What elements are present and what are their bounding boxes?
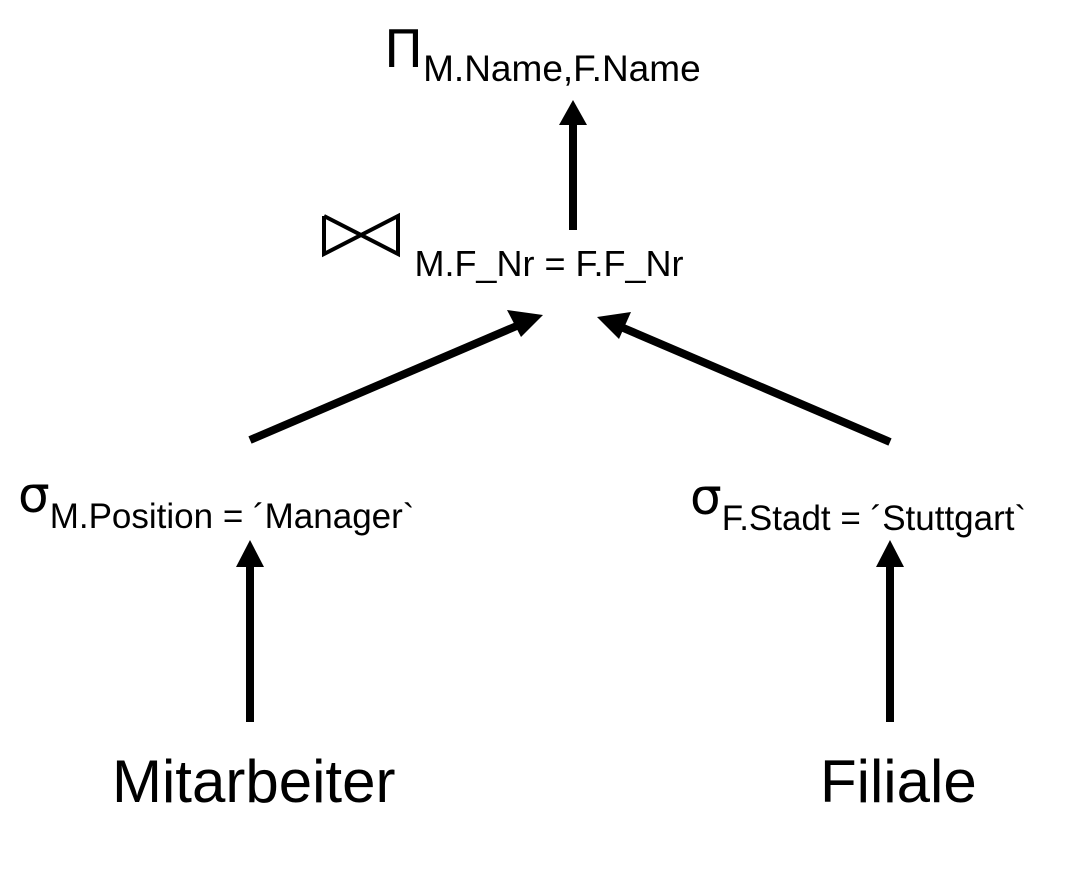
selection-left-condition: M.Position = ´Manager` [49,497,415,536]
selection-right-condition: F.Stadt = ´Stuttgart` [721,499,1027,538]
sigma-icon: σ [18,466,50,524]
arrow-join-to-projection [559,100,587,230]
join-icon [322,212,400,258]
relation-mitarbeiter: Mitarbeiter [112,748,396,815]
projection-node: ΠM.Name,F.Name [384,24,701,87]
join-condition: M.F_Nr = F.F_Nr [414,243,684,284]
arrow-filiale-to-selection [876,540,904,722]
arrow-selection-left-to-join [248,310,543,444]
arrow-selection-right-to-join [597,312,892,446]
sigma-icon: σ [690,468,722,526]
arrow-mitarbeiter-to-selection [236,540,264,722]
selection-right-node: σF.Stadt = ´Stuttgart` [690,472,1026,536]
join-node: M.F_Nr = F.F_Nr [322,212,683,282]
projection-symbol: Π [384,20,424,80]
relation-filiale: Filiale [820,748,977,815]
selection-left-node: σM.Position = ´Manager` [18,470,414,534]
projection-attributes: M.Name,F.Name [423,48,701,89]
